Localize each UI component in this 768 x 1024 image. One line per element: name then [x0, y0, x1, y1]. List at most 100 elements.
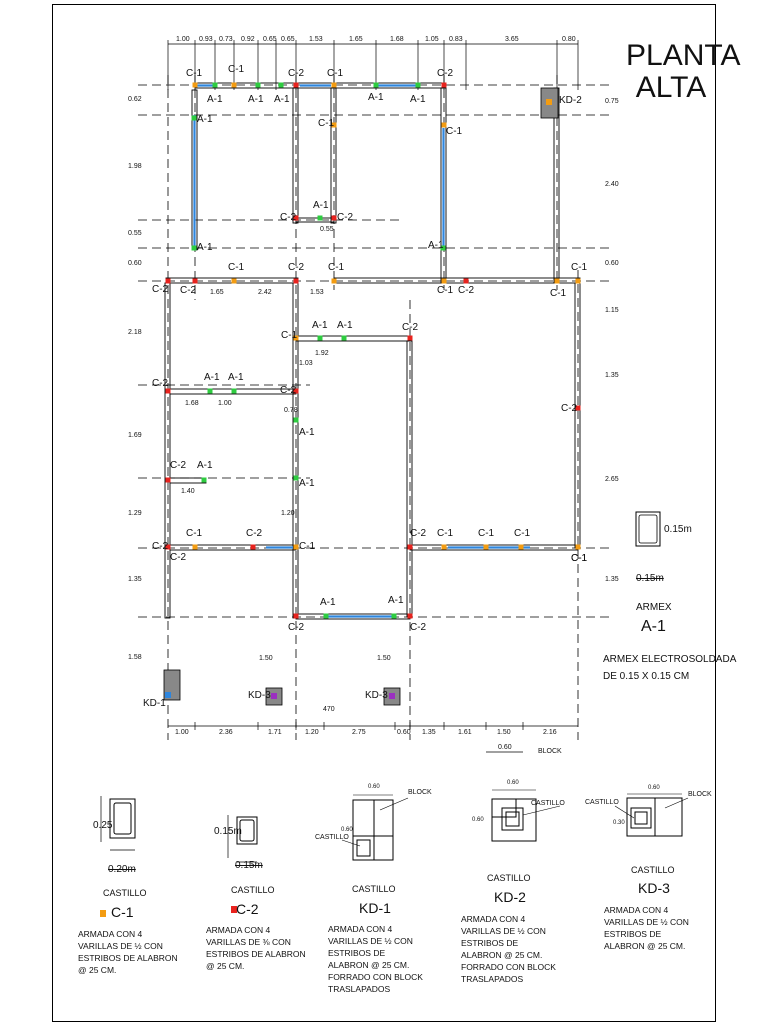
kd1-tag-54: KD-1 [143, 698, 166, 709]
c2-marker-52 [407, 613, 413, 619]
bottom-dim-3: 1.20 [305, 729, 319, 736]
left-dim-4: 2.18 [128, 329, 142, 336]
top-dim-2: 0.73 [219, 36, 233, 43]
interior-dim-9: 1.40 [181, 488, 195, 495]
c2-marker-4 [441, 82, 447, 88]
interior-dim-13: 470 [323, 706, 335, 713]
right-dim-1: 2.40 [605, 181, 619, 188]
c2-tag-44: C-2 [410, 528, 427, 539]
detail-kd1-drawing [341, 794, 409, 861]
a1-tag-12: A-1 [197, 114, 213, 125]
a1-tag-13: A-1 [197, 242, 213, 253]
legend-swatch-c1 [100, 910, 106, 917]
detail-kd2-dim-v: 0.60 [472, 817, 484, 823]
detail-c2-dim-v: 0.15m [214, 826, 242, 837]
left-dim-7: 1.35 [128, 576, 142, 583]
left-dim-8: 1.58 [128, 654, 142, 661]
armex-code: A-1 [641, 618, 666, 635]
c1-marker-26 [575, 278, 581, 284]
c2-marker-30 [407, 335, 413, 341]
detail-kd3-kind: CASTILLO [631, 865, 675, 875]
c1-marker-47 [518, 544, 524, 550]
a1-tag-28: A-1 [312, 320, 328, 331]
c2-tag-18: C-2 [152, 284, 169, 295]
detail-kd2-dim-h: 0.60 [507, 780, 519, 786]
interior-dim-1: 1.65 [210, 289, 224, 296]
c1-marker-45 [441, 544, 447, 550]
top-dim-10: 0.83 [449, 36, 463, 43]
armex-legend-box [635, 511, 661, 547]
armex-size-vertical: 0.15m [664, 524, 692, 535]
c2-marker-2 [293, 82, 299, 88]
c1-marker-0 [192, 82, 198, 88]
a1-tag-7: A-1 [274, 94, 290, 105]
c1-tag-43: C-1 [299, 541, 316, 552]
detail-c1-kind: CASTILLO [103, 888, 147, 898]
top-dim-12: 0.80 [562, 36, 576, 43]
c1-tag-26: C-1 [571, 262, 588, 273]
left-dim-6: 1.29 [128, 510, 142, 517]
left-dim-1: 1.98 [128, 163, 142, 170]
left-dim-3: 0.60 [128, 260, 142, 267]
kd1-marker-54 [165, 692, 171, 698]
c1-marker-10 [331, 122, 337, 128]
bottom-dim-8: 1.50 [497, 729, 511, 736]
right-dim-2: 0.60 [605, 260, 619, 267]
c1-tag-22: C-1 [328, 262, 345, 273]
top-dim-11: 3.65 [505, 36, 519, 43]
c1-tag-extra: C-1 [571, 553, 588, 564]
c2-marker-18 [165, 278, 171, 284]
c1-marker-3 [331, 82, 337, 88]
bottom-dim-4: 2.75 [352, 729, 366, 736]
c2-marker-19 [192, 278, 198, 284]
plan-title-line1: PLANTA [626, 39, 741, 72]
c1-marker-1 [231, 82, 237, 88]
c1-marker-27 [293, 335, 299, 341]
c1-marker-11 [441, 122, 447, 128]
top-dim-8: 1.68 [390, 36, 404, 43]
a1-marker-51 [391, 613, 397, 619]
c1-tag-1: C-1 [228, 64, 245, 75]
kd3-marker-56 [389, 693, 395, 699]
detail-kd2-note: ARMADA CON 4 VARILLAS DE ½ CON ESTRIBOS … [461, 914, 556, 984]
detail-c1-code: C-1 [111, 904, 134, 920]
top-dim-1: 0.93 [199, 36, 213, 43]
c1-marker-48 [575, 544, 581, 550]
a1-marker-5 [212, 82, 218, 88]
kd3-tag-56: KD-3 [365, 690, 388, 701]
c2-tag-19: C-2 [180, 285, 197, 296]
top-dim-5: 0.65 [281, 36, 295, 43]
a1-tag-9: A-1 [410, 94, 426, 105]
detail-kd3-dim-h: 0.60 [648, 785, 660, 791]
detail-kd1-code: KD-1 [359, 900, 391, 916]
interior-dim-3: 1.53 [310, 289, 324, 296]
interior-dim-2: 2.42 [258, 289, 272, 296]
c1-tag-27: C-1 [281, 330, 298, 341]
a1-marker-6 [255, 82, 261, 88]
detail-kd1-block-label: BLOCK [408, 789, 432, 796]
detail-kd3-note: ARMADA CON 4 VARILLAS DE ½ CON ESTRIBOS … [604, 905, 689, 951]
plan-title-line2: ALTA [635, 71, 707, 104]
c2-tag-21: C-2 [288, 262, 305, 273]
a1-tag-36: A-1 [299, 478, 315, 489]
c2-tag-52: C-2 [410, 622, 427, 633]
armex-desc-line2: DE 0.15 X 0.15 CM [603, 671, 690, 682]
c2-marker-37 [165, 477, 171, 483]
a1-tag-6: A-1 [248, 94, 264, 105]
detail-c1-drawing [100, 796, 136, 851]
c2-tag-17: C-2 [337, 212, 354, 223]
c1-marker-23 [441, 278, 447, 284]
detail-kd2-castillo-label: CASTILLO [531, 800, 565, 807]
kd3-marker-55 [271, 693, 277, 699]
plan-title: PLANTA ALTA [626, 39, 741, 104]
kd2-tag-53: KD-2 [559, 95, 582, 106]
c2-tag-40: C-2 [152, 541, 169, 552]
left-dim-2: 0.55 [128, 230, 142, 237]
c2-marker-44 [407, 544, 413, 550]
detail-kd2-kind: CASTILLO [487, 873, 531, 883]
c2-tag-49: C-2 [288, 622, 305, 633]
kd2-marker-53 [546, 99, 552, 105]
c1-tag-20: C-1 [228, 262, 245, 273]
a1-marker-9 [415, 82, 421, 88]
